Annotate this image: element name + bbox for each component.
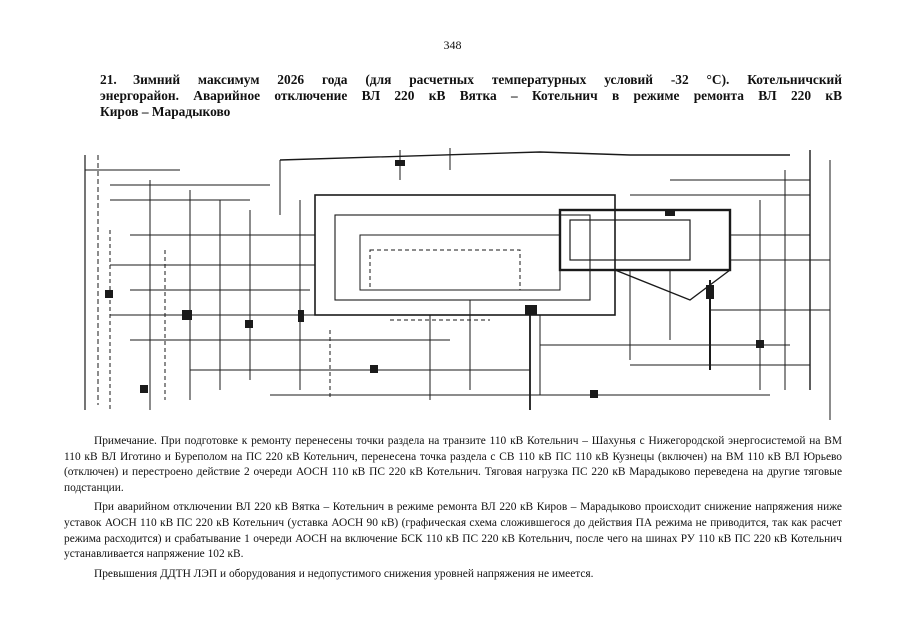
notes-section: Примечание. При подготовке к ремонту пер…: [64, 434, 842, 586]
power-grid-scheme-diagram: [84, 148, 831, 420]
section-heading: 21. Зимний максимум 2026 года (для расче…: [100, 72, 842, 120]
note-paragraph: При аварийном отключении ВЛ 220 кВ Вятка…: [64, 501, 842, 561]
section-number: 21.: [100, 72, 117, 87]
scheme-nodes: [105, 160, 764, 398]
title-line-3: Киров – Марадыково: [100, 104, 231, 119]
title-line-1: Зимний максимум 2026 года (для расчетных…: [133, 72, 842, 87]
section-title: Зимний максимум 2026 года (для расчетных…: [100, 72, 842, 120]
title-line-2: энергорайон. Аварийное отключение ВЛ 220…: [100, 88, 842, 103]
note-paragraph: Превышения ДДТН ЛЭП и оборудования и нед…: [94, 567, 594, 580]
page-number: 348: [443, 38, 462, 52]
scheme-static-lines: [84, 148, 831, 420]
note-paragraph: Примечание. При подготовке к ремонту пер…: [64, 435, 842, 494]
